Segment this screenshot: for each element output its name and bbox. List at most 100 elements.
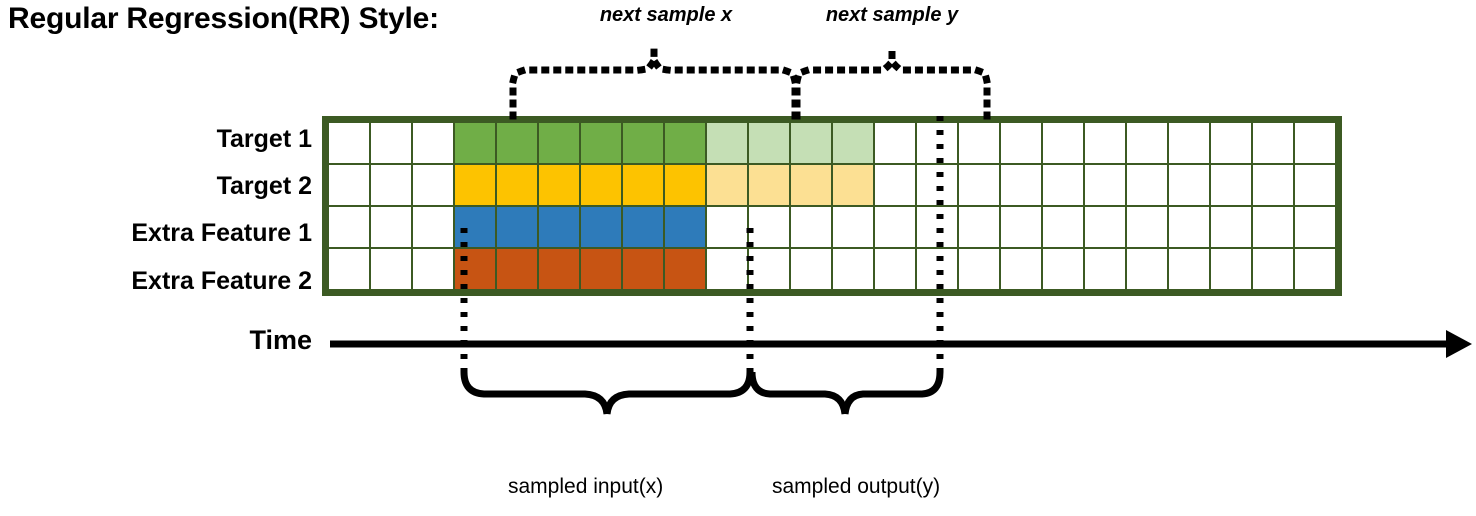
timeline-cell-blank [915, 247, 959, 291]
timeline-cell-blank [957, 121, 1001, 165]
annotation-sampled-output: sampled output(y) horizon=4 output_featu… [772, 422, 984, 516]
timeline-cell-output [789, 247, 833, 291]
timeline-cell-blank [1293, 247, 1337, 291]
timeline-cell-blank [999, 205, 1043, 249]
label-next-sample-x: next sample x [599, 4, 733, 26]
timeline-cell-blank [999, 163, 1043, 207]
timeline-cell-blank [1041, 121, 1085, 165]
timeline-grid-row [327, 121, 1337, 165]
timeline-cell-input [621, 163, 665, 207]
timeline-cell-blank [915, 163, 959, 207]
timeline-grid-row [327, 163, 1337, 207]
timeline-cell-blank [1041, 163, 1085, 207]
brace-sampled-output [748, 371, 944, 415]
timeline-cell-input [663, 205, 707, 249]
timeline-grid-row [327, 205, 1337, 249]
timeline-cell-blank [411, 247, 455, 291]
timeline-cell-blank [1209, 247, 1253, 291]
timeline-cell-input [579, 247, 623, 291]
timeline-cell-output [831, 163, 875, 207]
timeline-cell-output [831, 205, 875, 249]
annotation-sampled-input: sampled input(x) lookback=6 input_featur… [508, 422, 707, 516]
timeline-cell-input [495, 121, 539, 165]
timeline-cell-output [831, 247, 875, 291]
timeline-cell-blank [1293, 205, 1337, 249]
timeline-cell-blank [1167, 121, 1211, 165]
timeline-cell-output [831, 121, 875, 165]
timeline-cell-output [705, 205, 749, 249]
timeline-cell-input [621, 205, 665, 249]
timeline-cell-blank [1167, 163, 1211, 207]
timeline-grid-table [327, 121, 1337, 291]
label-next-sample-y: next sample y [825, 4, 959, 26]
timeline-cell-output [747, 205, 791, 249]
timeline-cell-output [705, 247, 749, 291]
timeline-cell-blank [1125, 121, 1169, 165]
timeline-cell-blank [1209, 163, 1253, 207]
timeline-cell-blank [1251, 163, 1295, 207]
timeline-cell-output [789, 121, 833, 165]
annotation-input-line-1: sampled input(x) [508, 475, 664, 498]
timeline-cell-blank [327, 163, 371, 207]
annotation-output-line-1: sampled output(y) [772, 475, 941, 498]
timeline-cell-blank [369, 163, 413, 207]
timeline-cell-blank [1083, 247, 1127, 291]
timeline-cell-output [747, 121, 791, 165]
timeline-cell-blank [915, 205, 959, 249]
timeline-cell-blank [1209, 121, 1253, 165]
timeline-cell-blank [1251, 205, 1295, 249]
timeline-cell-input [537, 121, 581, 165]
timeline-cell-blank [1167, 247, 1211, 291]
timeline-cell-input [495, 247, 539, 291]
timeline-cell-input [537, 163, 581, 207]
timeline-cell-blank [1125, 205, 1169, 249]
timeline-cell-output [705, 163, 749, 207]
timeline-cell-input [453, 121, 497, 165]
timeline-cell-blank [369, 205, 413, 249]
time-axis-label: Time [249, 325, 312, 355]
row-label-target-2: Target 2 [216, 172, 312, 200]
timeline-cell-blank [1125, 247, 1169, 291]
timeline-cell-input [537, 205, 581, 249]
timeline-cell-input [579, 205, 623, 249]
timeline-cell-blank [957, 247, 1001, 291]
row-label-extra-feature-2: Extra Feature 2 [131, 267, 312, 295]
timeline-cell-blank [327, 205, 371, 249]
timeline-cell-input [579, 163, 623, 207]
timeline-cell-blank [957, 163, 1001, 207]
timeline-cell-blank [999, 121, 1043, 165]
timeline-cell-blank [1251, 247, 1295, 291]
timeline-cell-blank [411, 121, 455, 165]
page-title: Regular Regression(RR) Style: [8, 2, 439, 35]
timeline-cell-input [579, 121, 623, 165]
timeline-cell-input [453, 163, 497, 207]
timeline-cell-blank [873, 121, 917, 165]
timeline-cell-blank [957, 205, 1001, 249]
timeline-cell-output [747, 247, 791, 291]
timeline-cell-input [663, 163, 707, 207]
timeline-cell-blank [1083, 163, 1127, 207]
timeline-cell-blank [873, 205, 917, 249]
timeline-grid-row [327, 247, 1337, 291]
timeline-cell-blank [999, 247, 1043, 291]
brace-next-sample-y [793, 44, 991, 120]
timeline-cell-blank [1293, 121, 1337, 165]
time-axis-arrow [330, 330, 1472, 358]
timeline-cell-input [663, 121, 707, 165]
timeline-cell-blank [327, 247, 371, 291]
timeline-cell-blank [873, 163, 917, 207]
timeline-cell-blank [327, 121, 371, 165]
timeline-cell-input [621, 121, 665, 165]
timeline-cell-blank [1083, 205, 1127, 249]
timeline-cell-blank [1167, 205, 1211, 249]
timeline-cell-blank [411, 163, 455, 207]
timeline-cell-input [621, 247, 665, 291]
timeline-cell-blank [1293, 163, 1337, 207]
timeline-cell-output [705, 121, 749, 165]
timeline-cell-output [747, 163, 791, 207]
timeline-cell-blank [369, 121, 413, 165]
timeline-cell-input [453, 247, 497, 291]
timeline-cell-output [789, 163, 833, 207]
timeline-cell-blank [1251, 121, 1295, 165]
timeline-cell-blank [1041, 247, 1085, 291]
